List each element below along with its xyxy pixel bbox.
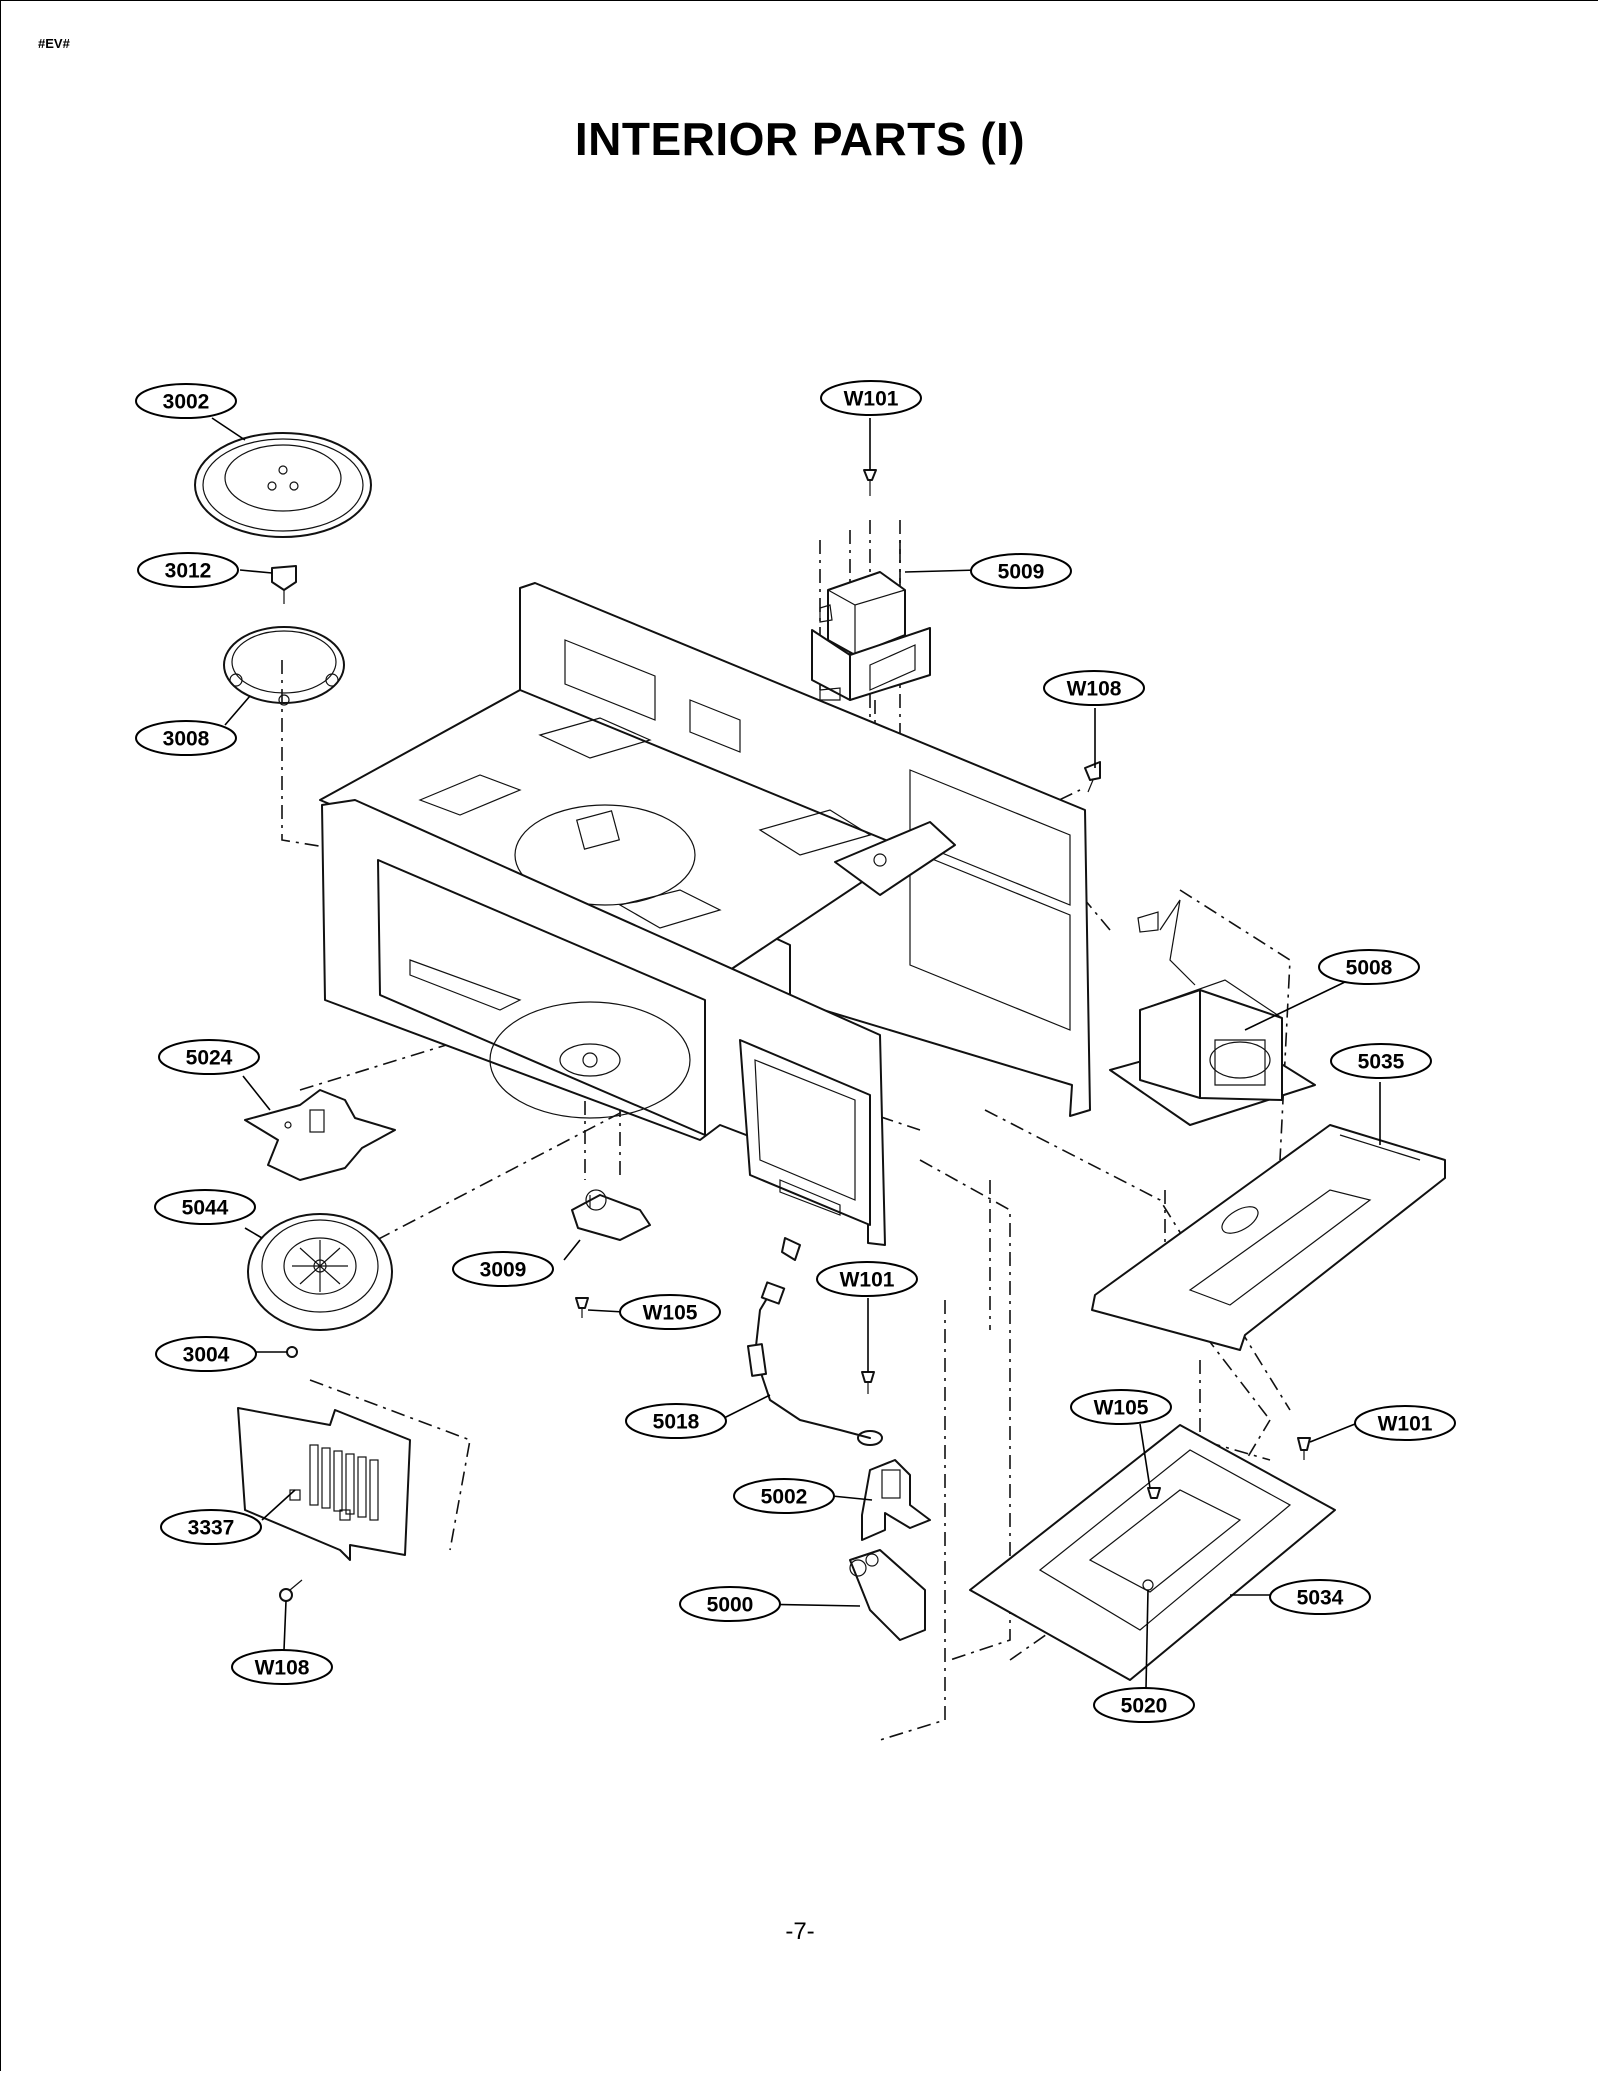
callout-5008: 5008: [1318, 949, 1420, 985]
callout-label: 5024: [186, 1047, 233, 1070]
callout-5024: 5024: [158, 1039, 260, 1075]
page-title: INTERIOR PARTS (I): [574, 113, 1026, 165]
page-number: -7-: [785, 1918, 815, 1945]
oven-cavity-part: [319, 582, 1091, 1246]
callout-3008: 3008: [135, 720, 237, 756]
vent-holes: [618, 809, 872, 929]
lamp-bracket-part: [861, 1459, 931, 1541]
callout-label: 5018: [653, 1411, 700, 1434]
callout-w101-mid: W101: [816, 1261, 918, 1297]
header-code: #EV#: [38, 36, 70, 51]
coupler-part: [271, 565, 297, 604]
callout-5009: 5009: [970, 553, 1072, 589]
lamp-socket-part: [849, 1549, 926, 1641]
callout-w101-right: W101: [1354, 1405, 1456, 1441]
screw-w108-top-part: [1084, 761, 1101, 793]
callout-label: 3002: [163, 391, 210, 414]
callout-w108-top: W108: [1043, 670, 1145, 706]
callout-5020: 5020: [1093, 1687, 1195, 1723]
callout-label: 5000: [707, 1594, 754, 1617]
frame-screw-part: [781, 1237, 801, 1261]
callout-label: W105: [1094, 1397, 1149, 1420]
callout-label: 5035: [1358, 1051, 1405, 1074]
callout-w108-bottom: W108: [231, 1649, 333, 1685]
cover-plate-part: [237, 1407, 411, 1561]
callout-5035: 5035: [1330, 1043, 1432, 1079]
screw-w105-mid-part: [575, 1297, 589, 1318]
screw-w101-top-part: [863, 469, 877, 496]
stirrer-blade-part: [244, 1089, 396, 1181]
callout-label: W105: [643, 1302, 698, 1325]
callout-label: 5002: [761, 1486, 808, 1509]
callout-label: 5009: [998, 561, 1045, 584]
screw-w105-right-part: [1147, 1487, 1161, 1499]
callout-w105-mid: W105: [619, 1294, 721, 1330]
callout-label: 3004: [183, 1344, 230, 1367]
bottom-plate-part: [969, 1424, 1336, 1681]
callout-label: 5008: [1346, 957, 1393, 980]
thermal-fuse-harness-part: [746, 1281, 883, 1446]
callout-3012: 3012: [137, 552, 239, 588]
callout-5044: 5044: [154, 1189, 256, 1225]
callout-label: 3337: [188, 1517, 235, 1540]
callout-3002: 3002: [135, 383, 237, 419]
screw-w108-bottom-part: [279, 1579, 303, 1602]
magnetron-part: [811, 571, 931, 701]
roller-ring-part: [223, 626, 345, 706]
high-voltage-transformer-part: [1109, 899, 1316, 1126]
screw-w101-mid-part: [861, 1371, 875, 1394]
callout-label: W108: [255, 1657, 310, 1680]
callout-label: 3009: [480, 1259, 527, 1282]
turntable-tray-part: [194, 432, 372, 538]
callout-label: W101: [844, 388, 899, 411]
callout-label: 3012: [165, 560, 212, 583]
callout-w105-right: W105: [1070, 1389, 1172, 1425]
callout-w101-top: W101: [820, 380, 922, 416]
callout-label: W101: [840, 1269, 895, 1292]
callout-3009: 3009: [452, 1251, 554, 1287]
callout-5018: 5018: [625, 1403, 727, 1439]
turntable-screw-part: [286, 1346, 298, 1358]
callout-5034: 5034: [1269, 1579, 1371, 1615]
screw-w101-right-part: [1297, 1437, 1311, 1460]
callout-5002: 5002: [733, 1478, 835, 1514]
leader-lines: [211, 417, 1381, 1689]
callout-label: 3008: [163, 728, 210, 751]
callout-label: 5020: [1121, 1695, 1168, 1718]
stirrer-cover-part: [247, 1213, 393, 1331]
callout-label: W101: [1378, 1413, 1433, 1436]
callout-label: W108: [1067, 678, 1122, 701]
callout-5000: 5000: [679, 1586, 781, 1622]
callout-label: 5034: [1297, 1587, 1344, 1610]
callout-3337: 3337: [160, 1509, 262, 1545]
base-plate-part: [1091, 1124, 1446, 1351]
callout-label: 5044: [182, 1197, 229, 1220]
turntable-motor-part: [571, 1189, 651, 1241]
callout-3004: 3004: [155, 1336, 257, 1372]
